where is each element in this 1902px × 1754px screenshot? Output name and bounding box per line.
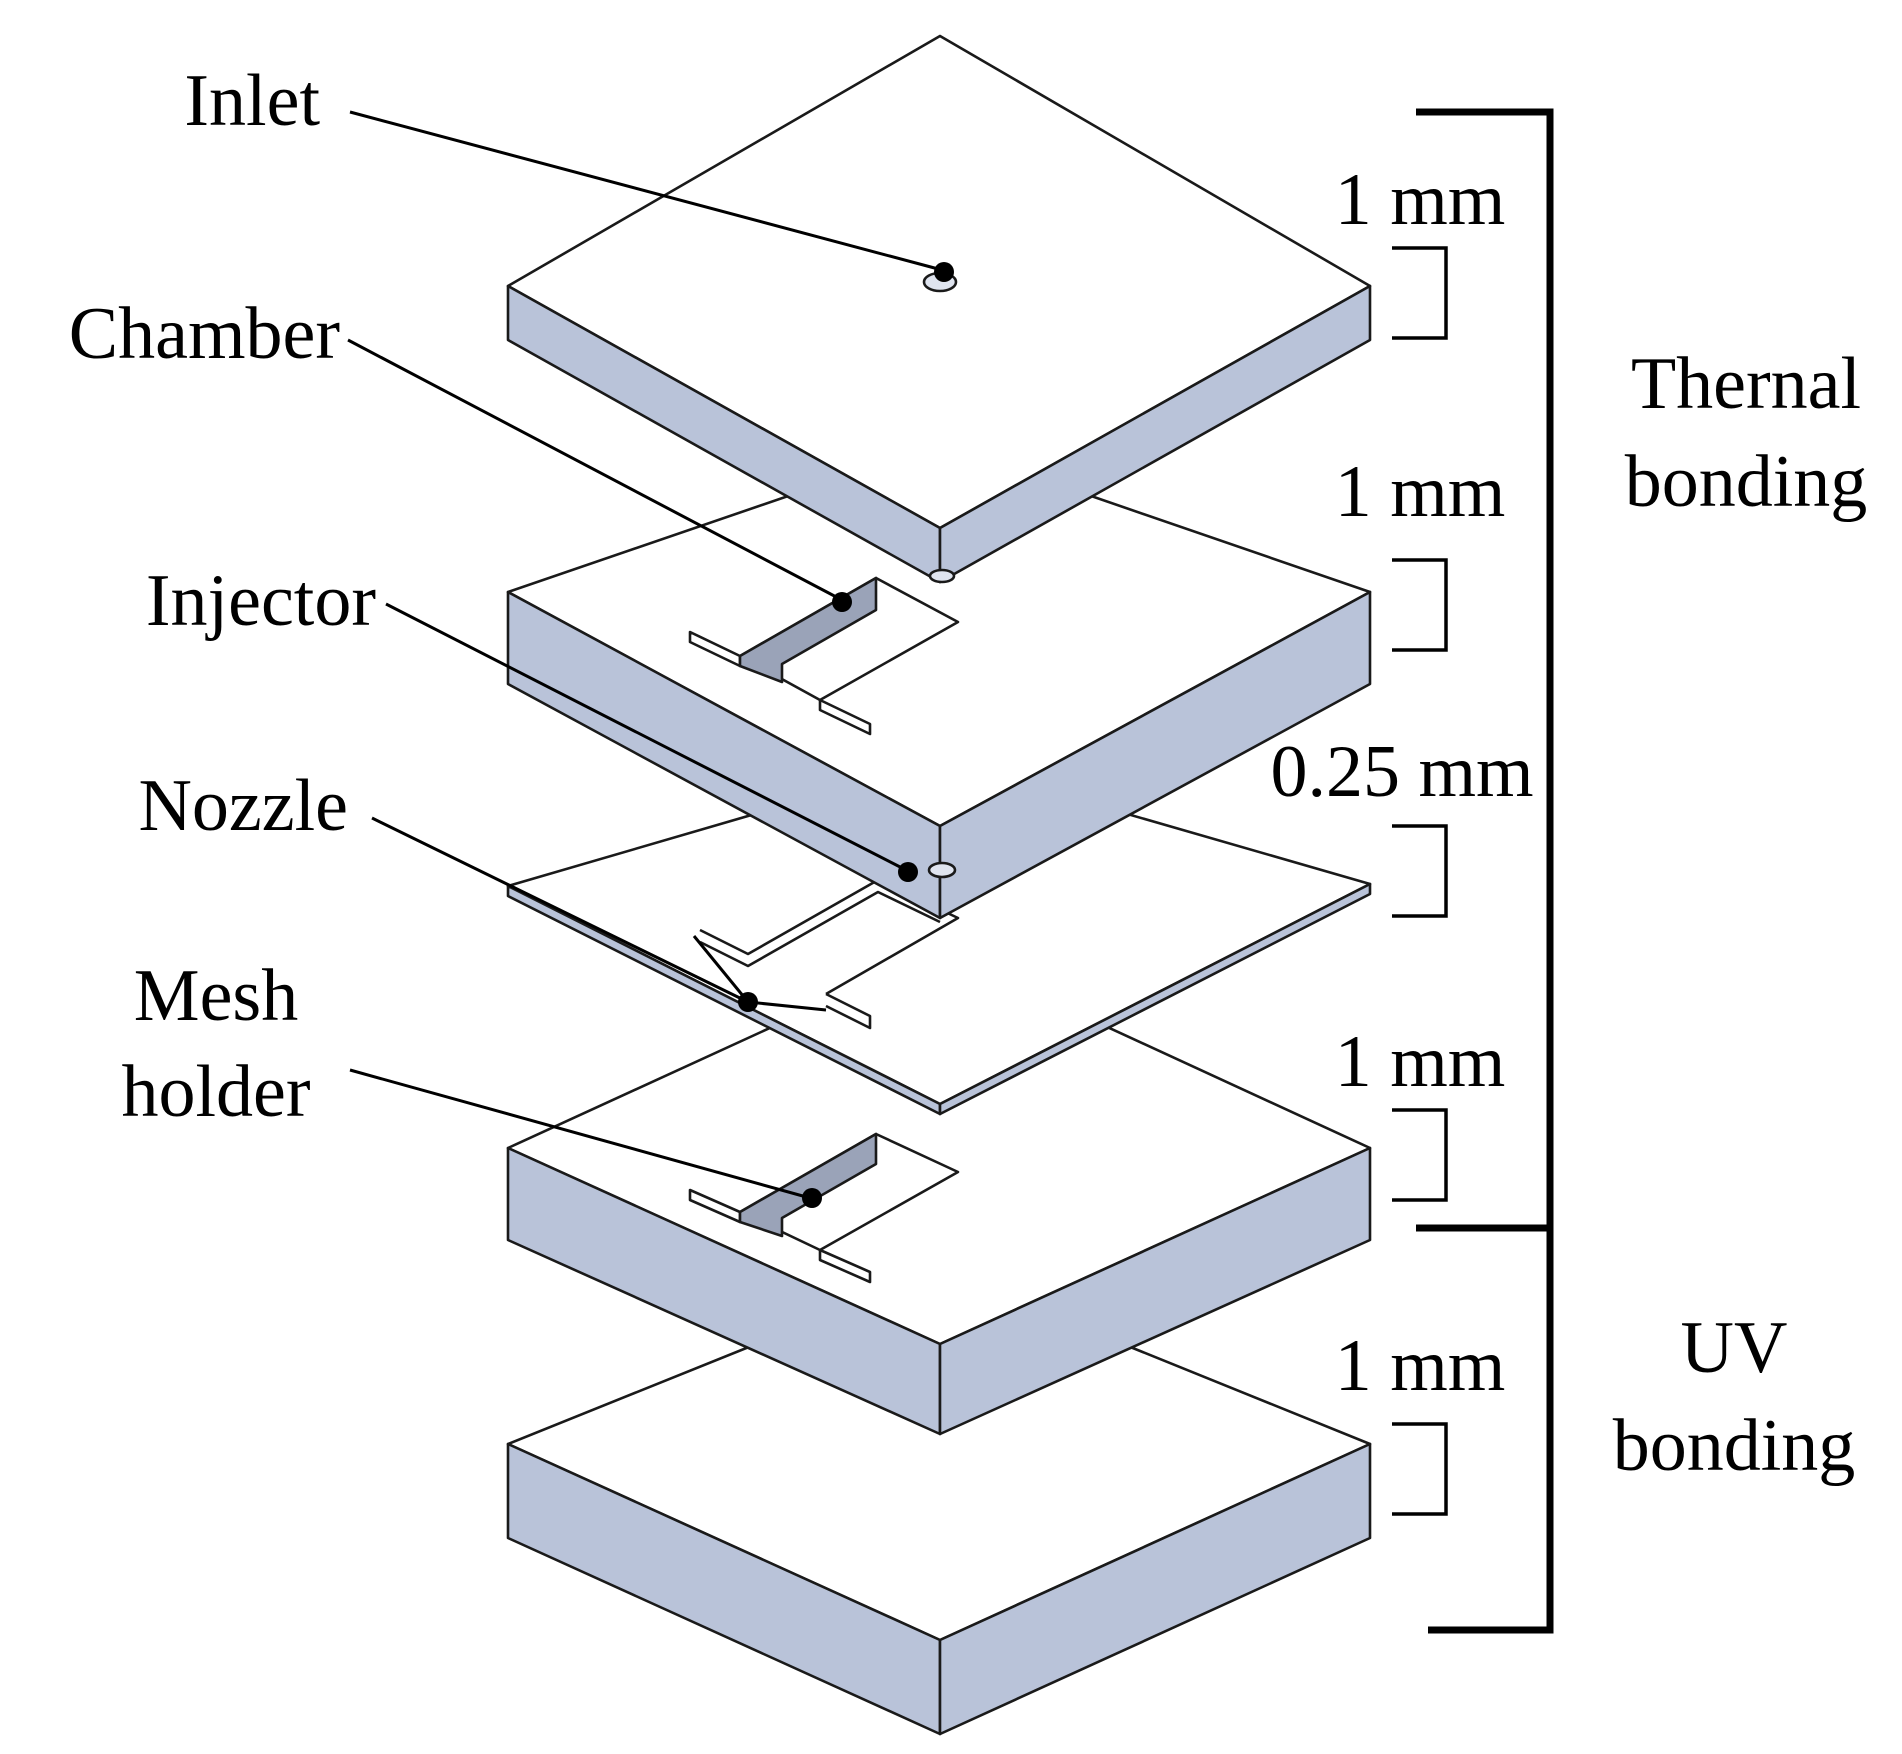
plate-layer-5	[506, 1268, 1372, 1736]
thickness-bracket-3	[1392, 824, 1448, 918]
plate-layer-2	[506, 442, 1372, 920]
plate-3-right-side	[938, 882, 1372, 1116]
thickness-bracket-1	[1392, 246, 1448, 340]
label-injector: Injector	[146, 560, 376, 642]
chamber-cavity	[688, 576, 960, 736]
inlet-dot	[934, 262, 954, 282]
plate-4-right-side	[938, 1146, 1372, 1436]
uv-bonding-label-2: bonding	[1613, 1405, 1856, 1487]
label-holder: holder	[121, 1051, 310, 1133]
thickness-label-1: 1 mm	[1335, 159, 1506, 241]
uv-bonding-bracket	[1428, 1228, 1554, 1634]
plate-2-right-side	[938, 590, 1372, 920]
thermal-bonding-label-1: Thernal	[1631, 343, 1861, 425]
mesh-holder-cavity	[688, 1132, 960, 1284]
thickness-bracket-5	[1392, 1422, 1448, 1516]
thickness-brackets	[1392, 246, 1448, 1516]
nozzle-leader-fork-left	[692, 935, 750, 1003]
plate-5-right-side	[938, 1442, 1372, 1736]
thermal-bonding-bracket	[1416, 108, 1554, 1232]
mesh-holder-leader	[349, 1068, 811, 1200]
thickness-bracket-4	[1392, 1108, 1448, 1202]
mesh-holder-dot	[802, 1188, 822, 1208]
thickness-label-4: 1 mm	[1335, 1021, 1506, 1103]
callouts	[347, 110, 954, 1208]
nozzle-leader	[371, 816, 749, 1004]
label-mesh: Mesh	[134, 955, 298, 1037]
nozzle-leader-fork-right	[747, 1000, 827, 1012]
plate-layer-4	[506, 948, 1372, 1436]
thickness-label-3: 0.25 mm	[1270, 731, 1533, 813]
thickness-label-2: 1 mm	[1335, 451, 1506, 533]
thickness-bracket-2	[1392, 558, 1448, 652]
thickness-label-5: 1 mm	[1335, 1325, 1506, 1407]
chamber-dot	[832, 592, 852, 612]
thermal-bonding-label-2: bonding	[1625, 441, 1868, 523]
nozzle-dot	[738, 992, 758, 1012]
chamber-leader	[347, 338, 843, 602]
uv-bonding-label-1: UV	[1681, 1307, 1788, 1389]
plate-layer-3	[506, 758, 1372, 1116]
injector-leader	[385, 602, 907, 872]
label-chamber: Chamber	[69, 293, 340, 375]
label-inlet: Inlet	[184, 60, 320, 142]
plate-layer-1	[506, 34, 1372, 584]
injector-dot	[898, 862, 918, 882]
inlet-hole-bottom	[928, 568, 956, 584]
inlet-leader	[349, 110, 943, 272]
injector-port	[927, 861, 957, 879]
label-nozzle: Nozzle	[138, 765, 348, 847]
bonding-bracket	[1416, 108, 1554, 1634]
plate-1-right-side	[938, 284, 1372, 584]
